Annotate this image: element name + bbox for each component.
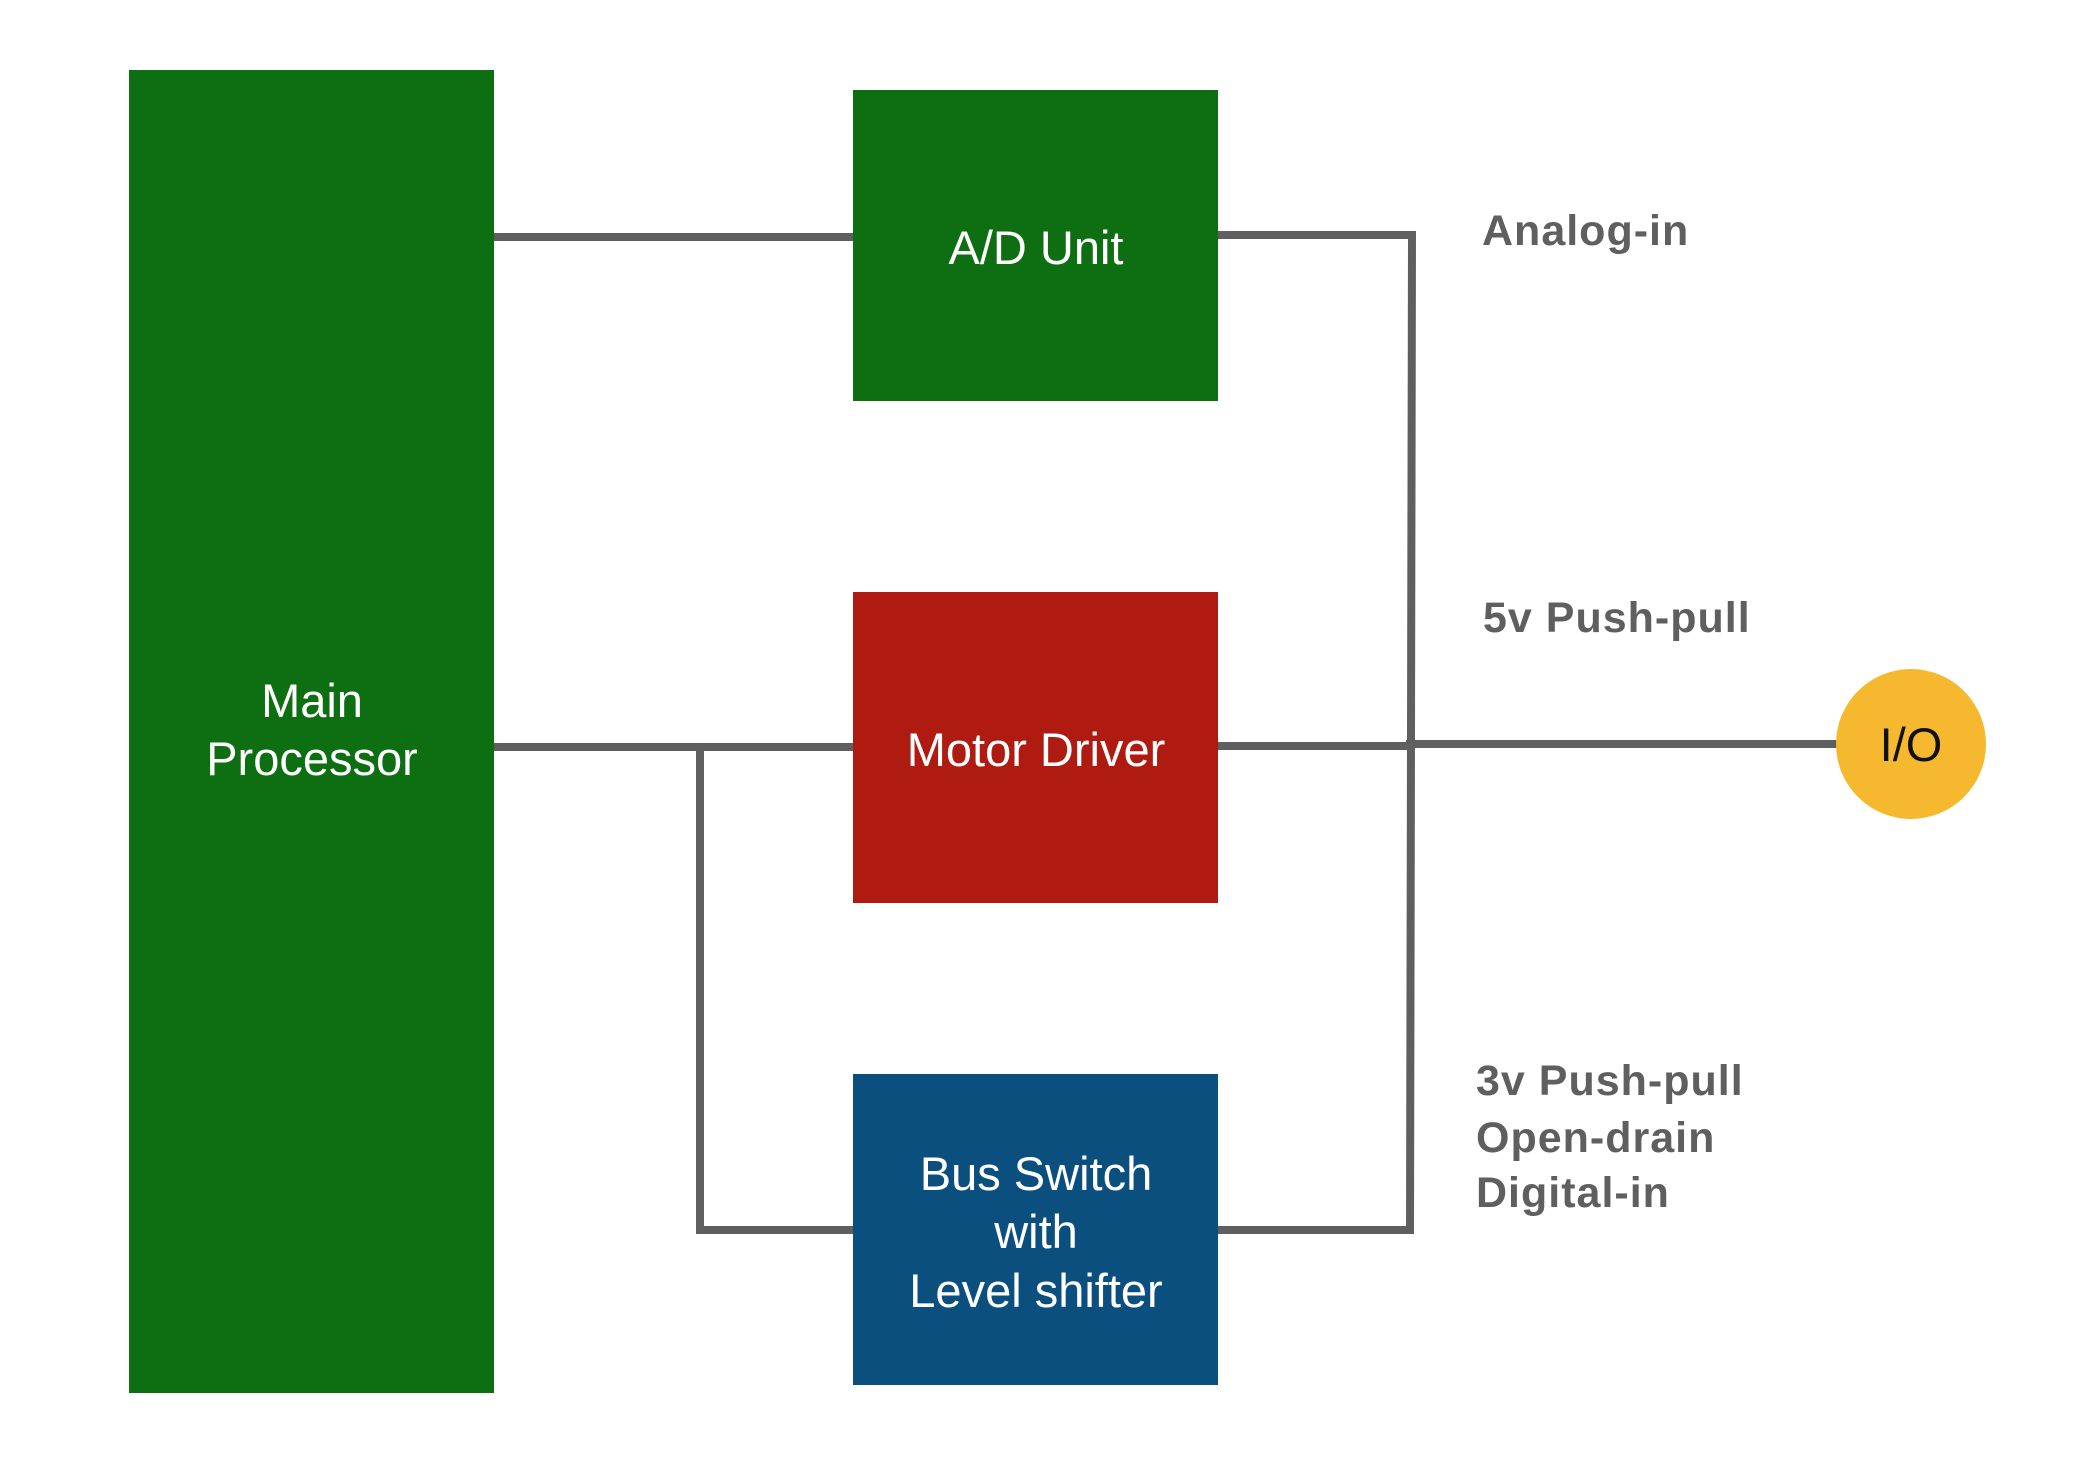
bus-switch-label-line-2: with xyxy=(993,1205,1078,1258)
ad-unit-rect xyxy=(853,90,1218,401)
digital-label-line-1: 3v Push-pull xyxy=(1476,1057,1744,1105)
bus-switch-block[interactable]: Bus Switch with Level shifter xyxy=(853,1074,1218,1385)
bus-switch-rect xyxy=(853,1074,1218,1385)
ad-unit-label: A/D Unit xyxy=(949,221,1124,274)
wire-branch-to-bus-switch xyxy=(696,747,853,1234)
io-circle xyxy=(1836,669,1986,819)
main-processor-label-line-1: Main xyxy=(261,674,363,727)
wires xyxy=(494,231,1840,1235)
ad-unit-block[interactable]: A/D Unit xyxy=(853,90,1218,401)
main-processor-rect xyxy=(129,70,494,1393)
main-processor-label-line-2: Processor xyxy=(206,732,418,785)
motor-driver-rect xyxy=(853,592,1218,903)
digital-label-line-3: Digital-in xyxy=(1476,1169,1670,1217)
io-label: I/O xyxy=(1880,718,1943,771)
main-processor-block[interactable]: Main Processor xyxy=(129,70,494,1393)
wire-ad-to-bus xyxy=(1210,231,1417,1235)
push-pull-5v-label: 5v Push-pull xyxy=(1483,594,1751,642)
io-node[interactable]: I/O xyxy=(1836,669,1986,819)
bus-switch-label-line-1: Bus Switch xyxy=(920,1147,1152,1200)
motor-driver-block[interactable]: Motor Driver xyxy=(853,592,1218,903)
digital-label-line-2: Open-drain xyxy=(1476,1114,1715,1162)
bus-switch-label-line-3: Level shifter xyxy=(909,1264,1162,1317)
analog-in-label: Analog-in xyxy=(1482,207,1689,255)
motor-driver-label: Motor Driver xyxy=(907,723,1166,776)
